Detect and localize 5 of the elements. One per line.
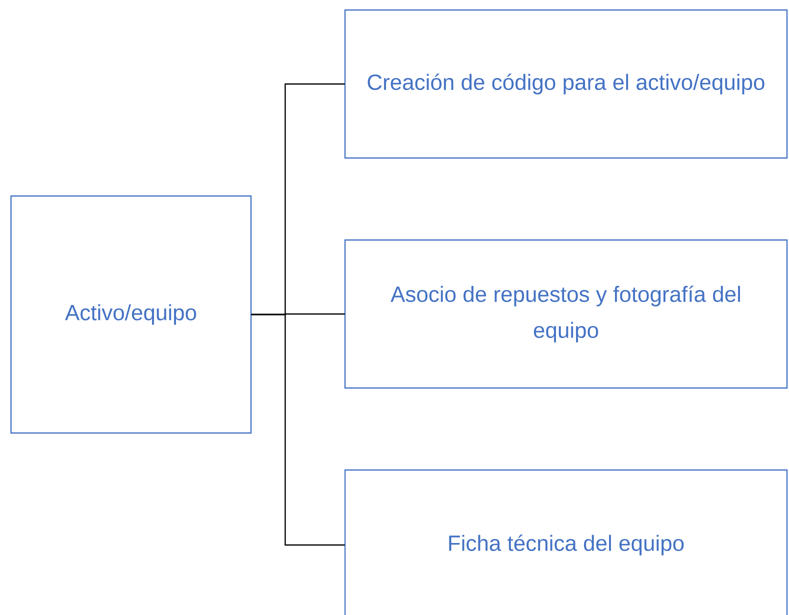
process-box: Activo/equipo xyxy=(10,195,252,434)
connector-line xyxy=(251,314,345,546)
process-box: Asocio de repuestos y fotografía del equipo xyxy=(344,239,788,389)
process-box: Ficha técnica del equipo xyxy=(344,469,788,615)
process-box: Creación de código para el activo/equipo xyxy=(344,9,788,159)
